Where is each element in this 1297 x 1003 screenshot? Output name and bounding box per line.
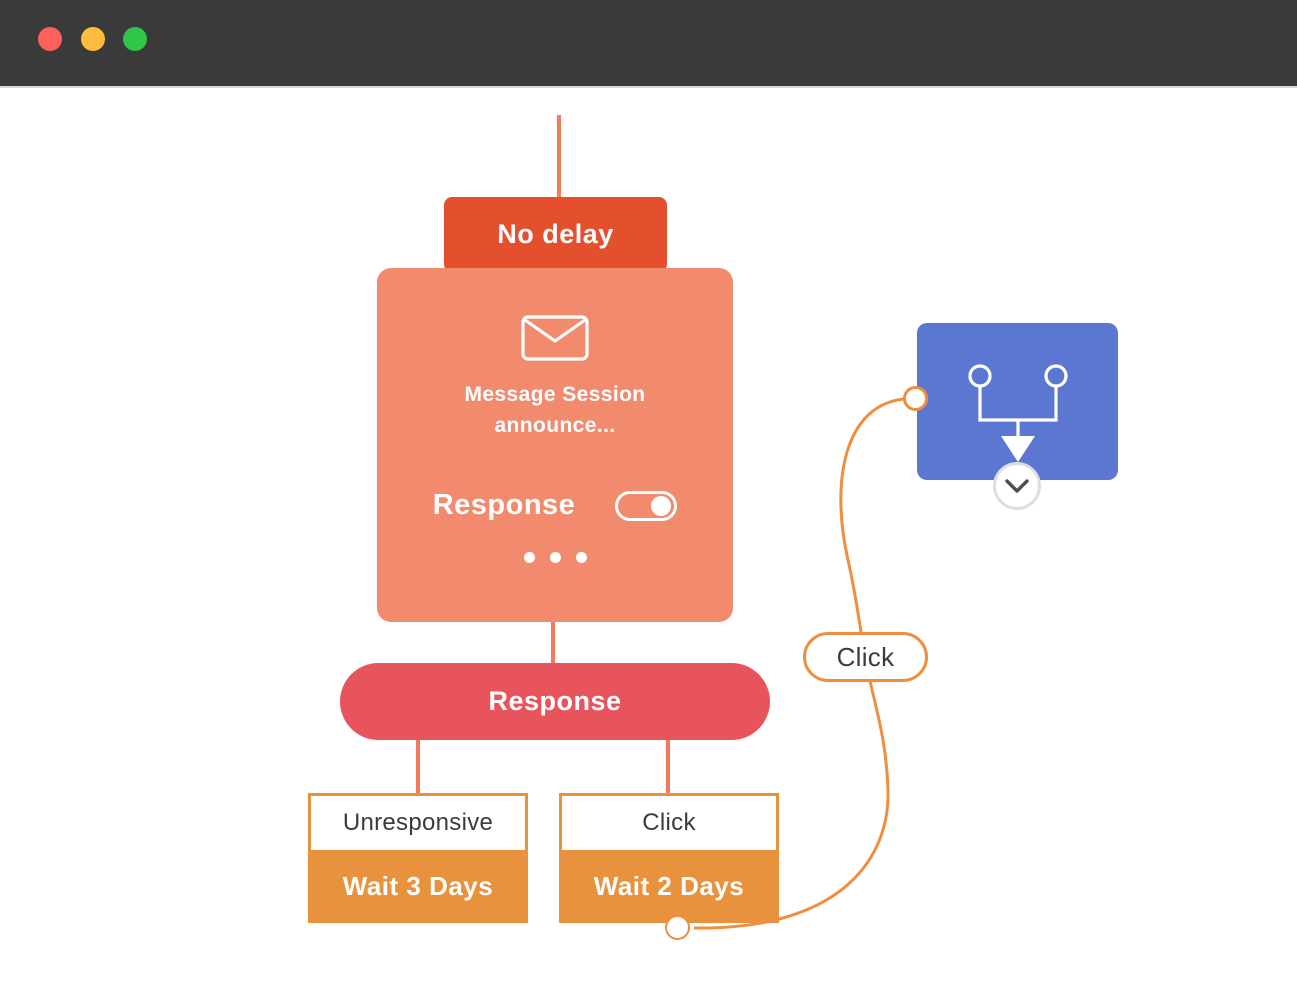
response-toggle[interactable] [615, 490, 678, 521]
right-branch-line [666, 740, 670, 793]
edge-label-text: Click [836, 641, 895, 672]
merge-input-port[interactable] [903, 386, 928, 411]
message-node[interactable]: Message Session announce... Response [377, 268, 733, 622]
minimize-window-button[interactable] [81, 27, 105, 51]
merge-branches-icon [967, 364, 1068, 462]
toggle-knob-icon [651, 495, 672, 516]
edge-label-click[interactable]: Click [803, 632, 928, 682]
wait-step-label[interactable]: Wait 2 Days [559, 850, 779, 923]
branch-condition-label: Click [559, 793, 779, 850]
close-window-button[interactable] [38, 27, 62, 51]
branch-click[interactable]: Click Wait 2 Days [559, 793, 779, 923]
message-node-title: Message Session announce... [464, 383, 646, 437]
wait2days-output-port[interactable] [665, 915, 690, 940]
entry-delay-node[interactable]: No delay [444, 197, 667, 272]
zoom-window-button[interactable] [123, 27, 147, 51]
wait-step-label[interactable]: Wait 3 Days [308, 850, 528, 923]
merge-node[interactable] [917, 323, 1118, 480]
chevron-down-icon [1005, 479, 1029, 493]
incoming-connector-line [557, 115, 561, 199]
branch-condition-label: Unresponsive [308, 793, 528, 850]
branch-unresponsive[interactable]: Unresponsive Wait 3 Days [308, 793, 528, 923]
response-toggle-label: Response [432, 489, 576, 521]
merge-expand-button[interactable] [993, 462, 1041, 510]
decision-label: Response [488, 686, 622, 716]
window-titlebar [0, 0, 1297, 88]
workflow-canvas[interactable]: No delay Message Session announce... Res… [0, 90, 1297, 1003]
entry-delay-label: No delay [497, 219, 614, 249]
left-branch-line [416, 740, 420, 793]
decision-node-response[interactable]: Response [340, 663, 770, 740]
envelope-icon [521, 315, 589, 361]
message-to-decision-line [551, 622, 555, 663]
more-options-icon[interactable] [523, 552, 587, 563]
